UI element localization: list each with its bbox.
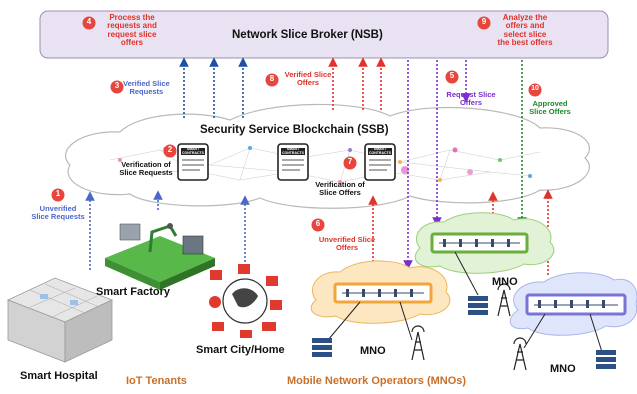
step-circle-5 — [445, 70, 459, 84]
step-number-5: 5 — [449, 71, 455, 80]
step-2-label: Verification of Slice Requests — [112, 161, 180, 177]
step-2-line-2: Slice Requests — [119, 167, 173, 177]
step-number-4: 4 — [86, 17, 92, 26]
step-10-line-2: Slice Offers — [529, 106, 571, 116]
request-offer-arrows — [403, 60, 471, 270]
step-3-line-2: Requests — [129, 86, 164, 96]
step-7-label: Verification of Slice Offers — [306, 181, 374, 197]
smart-contract-icon — [277, 143, 309, 181]
step-9-line-2: offers and — [505, 21, 545, 31]
step-5-line-2: Offers — [459, 97, 483, 107]
step-8-label: Verified Slice Offers — [278, 71, 338, 87]
smart-contract-icon — [364, 143, 396, 181]
unverified-request-arrows — [85, 190, 250, 270]
step-7-line-2: Slice Offers — [319, 187, 361, 197]
step-10-line-1: Approved — [532, 99, 568, 108]
step-3-label: Verified Slice Requests — [123, 80, 170, 96]
step-1-label: Unverified Slice Requests — [18, 205, 98, 221]
nsb-bar — [39, 10, 609, 59]
server-icon — [468, 296, 488, 315]
step-8-line-2: Offers — [296, 77, 320, 87]
smart-factory-label: Smart Factory — [96, 286, 170, 298]
step-9-line-1: Analyze the — [502, 13, 548, 22]
smart-hospital-label: Smart Hospital — [20, 370, 98, 382]
factory-robot-icon — [105, 223, 215, 290]
iot-tenants-label: IoT Tenants — [126, 375, 187, 387]
step-10-label: Approved Slice Offers — [520, 100, 580, 116]
step-4-line-4: offers — [120, 38, 144, 48]
step-number-10: 10 — [531, 85, 539, 92]
step-circle-4 — [82, 16, 96, 30]
step-6-label: Unverified Slice Offers — [312, 236, 382, 252]
step-8-line-1: Verified Slice — [284, 70, 332, 79]
step-9-label: Analyze the offers and select slice the … — [488, 13, 562, 48]
step-1-line-1: Unverified — [39, 204, 77, 213]
mno-network-orange — [310, 260, 451, 341]
server-icon — [312, 338, 332, 357]
mno-label-blue: MNO — [550, 363, 576, 375]
smart-contract-label: SMART CONTRACTS — [282, 147, 304, 155]
mno-network-green — [414, 212, 555, 296]
step-1-line-2: Slice Requests — [31, 211, 85, 221]
step-6-line-2: Offers — [335, 242, 359, 252]
step-number-2: 2 — [167, 145, 173, 154]
step-circles — [51, 16, 542, 232]
cell-tower-icon — [513, 337, 527, 371]
ssb-title: Security Service Blockchain (SSB) — [200, 124, 389, 136]
step-circle-7 — [343, 156, 357, 170]
step-circle-9 — [477, 16, 491, 30]
step-4-line-1: Process the — [109, 13, 155, 22]
smart-contract-label: SMART CONTRACTS — [369, 147, 391, 155]
step-3-line-1: Verified Slice — [123, 79, 170, 88]
step-5-label: Request Slice Offers — [440, 91, 502, 107]
step-4-label: Process the requests and request slice o… — [97, 13, 167, 48]
step-circle-1 — [51, 188, 65, 202]
mno-label-orange: MNO — [360, 345, 386, 357]
step-number-6: 6 — [315, 219, 321, 228]
nsb-title: Network Slice Broker (NSB) — [232, 29, 383, 41]
smart-contract-icon — [177, 143, 209, 181]
city-icons-cluster — [209, 264, 282, 338]
verified-request-arrows — [179, 57, 248, 118]
step-number-8: 8 — [269, 74, 275, 83]
step-circle-2 — [163, 144, 177, 158]
cell-tower-icon — [497, 283, 511, 317]
mno-label-green: MNO — [492, 276, 518, 288]
step-number-1: 1 — [55, 189, 61, 198]
step-circle-3 — [110, 80, 124, 94]
step-circle-10 — [528, 83, 542, 97]
step-4-line-3: request slice — [107, 29, 157, 39]
step-7-line-1: Verification of — [315, 180, 365, 189]
step-9-line-4: the best offers — [497, 38, 553, 48]
step-number-3: 3 — [114, 81, 120, 90]
step-circle-6 — [311, 218, 325, 232]
step-5-line-1: Request Slice — [446, 90, 496, 99]
step-6-line-1: Unverified Slice — [318, 235, 376, 244]
step-9-line-3: select slice — [503, 29, 547, 39]
mnos-group-label: Mobile Network Operators (MNOs) — [287, 375, 467, 387]
step-number-9: 9 — [481, 17, 487, 26]
step-2-line-1: Verification of — [121, 160, 171, 169]
server-icon — [596, 350, 616, 369]
step-number-7: 7 — [347, 157, 353, 166]
smart-contract-label: SMART CONTRACTS — [182, 147, 204, 155]
cell-tower-icon — [411, 325, 425, 361]
hospital-building-icon — [6, 277, 114, 363]
verified-offer-arrows — [328, 57, 386, 110]
mno-network-blue — [509, 272, 637, 353]
step-circle-8 — [265, 73, 279, 87]
step-4-line-2: requests and — [107, 21, 157, 31]
smart-city-label: Smart City/Home — [196, 344, 285, 356]
